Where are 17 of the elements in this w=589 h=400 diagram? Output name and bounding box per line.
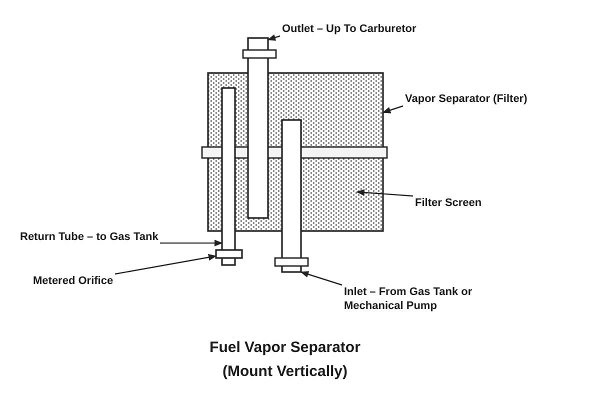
- leader-line: [382, 105, 404, 114]
- diagram-caption: Fuel Vapor Separator (Mount Vertically): [208, 338, 362, 382]
- leader-line: [300, 271, 342, 286]
- callout-label: Vapor Separator (Filter): [405, 92, 528, 106]
- callout-label: Inlet – From Gas Tank or Mechanical Pump: [344, 285, 482, 314]
- callout-label: Outlet – Up To Carburetor: [282, 22, 416, 36]
- callout-label: Filter Screen: [415, 196, 482, 210]
- callout-label: Return Tube – to Gas Tank: [20, 230, 158, 244]
- inlet-tube: [281, 119, 302, 273]
- return-tube: [221, 87, 236, 266]
- leader-line: [160, 240, 223, 246]
- callout-label: Metered Orifice: [33, 274, 114, 288]
- outlet-tube: [247, 37, 269, 219]
- leader-line: [114, 254, 217, 275]
- leader-line: [267, 34, 280, 41]
- metered-orifice-nut: [215, 249, 243, 259]
- leader-line: [356, 189, 414, 197]
